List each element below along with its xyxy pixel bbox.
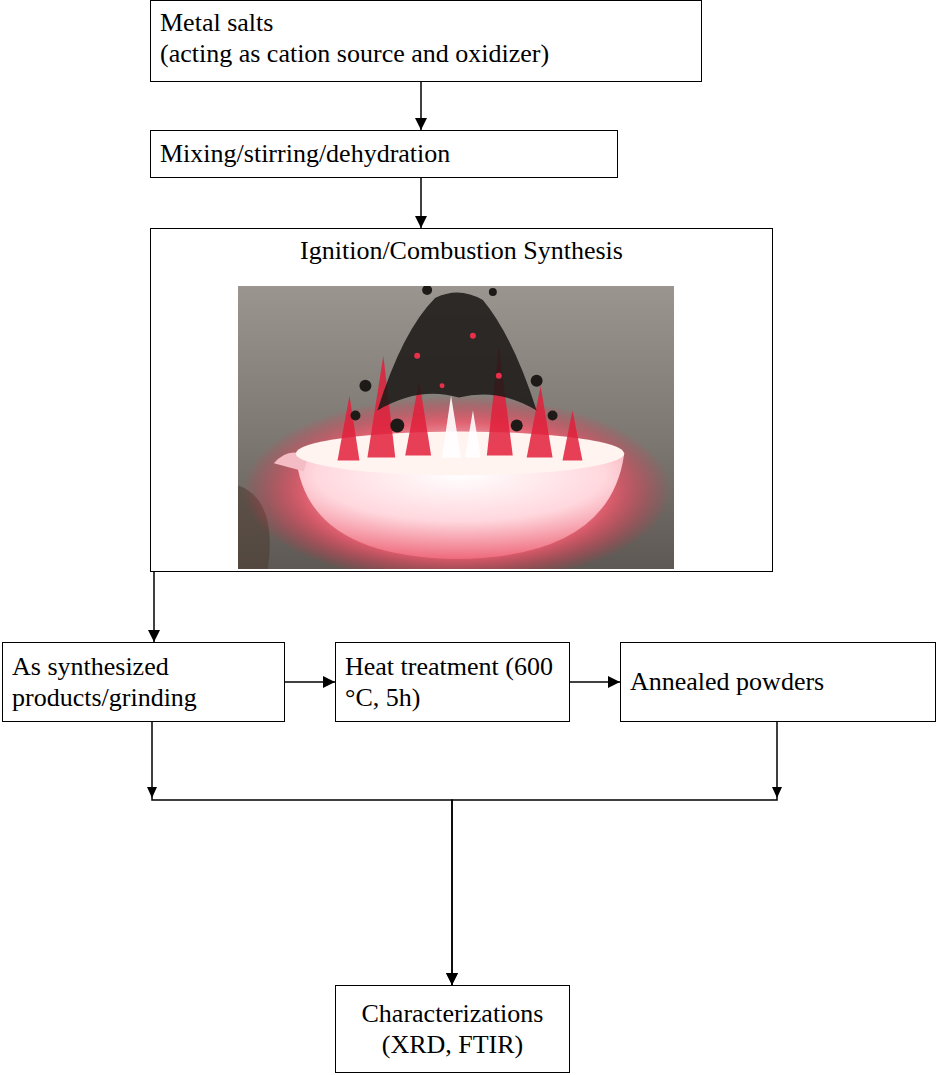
- flow-arrow: [420, 178, 422, 228]
- flow-arrow: [285, 681, 335, 683]
- spark: [496, 373, 502, 379]
- combustion-photo: [238, 286, 674, 569]
- ash: [390, 419, 404, 433]
- box-label: Metal salts: [160, 7, 692, 38]
- process-box: Mixing/stirring/dehydration: [150, 130, 618, 178]
- process-box: Ignition/Combustion Synthesis: [150, 228, 773, 572]
- hot-streaks: [442, 396, 481, 458]
- box-label: Characterizations (XRD, FTIR): [345, 998, 560, 1060]
- red-sparks: [414, 333, 502, 388]
- flow-arrow: [570, 681, 620, 683]
- box-label: Heat treatment (600 °C, 5h): [345, 651, 560, 713]
- process-box: Heat treatment (600 °C, 5h): [335, 642, 570, 722]
- flow-arrow: [152, 722, 452, 985]
- process-box: As synthesized products/grinding: [2, 642, 285, 722]
- output-box: Characterizations (XRD, FTIR): [335, 985, 570, 1073]
- glow: [243, 396, 671, 569]
- streak: [442, 396, 461, 458]
- flow-arrow: [420, 82, 422, 130]
- flow-arrow: [153, 572, 155, 642]
- ash: [489, 288, 497, 296]
- ash: [548, 411, 558, 421]
- box-label: As synthesized products/grinding: [12, 651, 275, 713]
- flame: [338, 396, 360, 461]
- ash: [511, 420, 523, 432]
- flow-arrow: [452, 722, 777, 985]
- ash: [531, 375, 543, 387]
- box-label: Mixing/stirring/dehydration: [160, 138, 608, 169]
- spark: [470, 333, 476, 339]
- ash-particles: [350, 286, 557, 432]
- box-note: (acting as cation source and oxidizer): [160, 38, 692, 69]
- box-label: Annealed powders: [630, 666, 926, 697]
- streak: [465, 411, 481, 458]
- spark: [440, 383, 445, 388]
- spark: [414, 353, 420, 359]
- ash: [350, 411, 360, 421]
- ash: [422, 286, 432, 295]
- ash-plume: [377, 292, 536, 410]
- box-label: Ignition/Combustion Synthesis: [160, 235, 763, 266]
- input-box: Metal salts(acting as cation source and …: [150, 0, 702, 82]
- flame: [563, 411, 583, 461]
- process-box: Annealed powders: [620, 642, 936, 722]
- ash: [359, 380, 371, 392]
